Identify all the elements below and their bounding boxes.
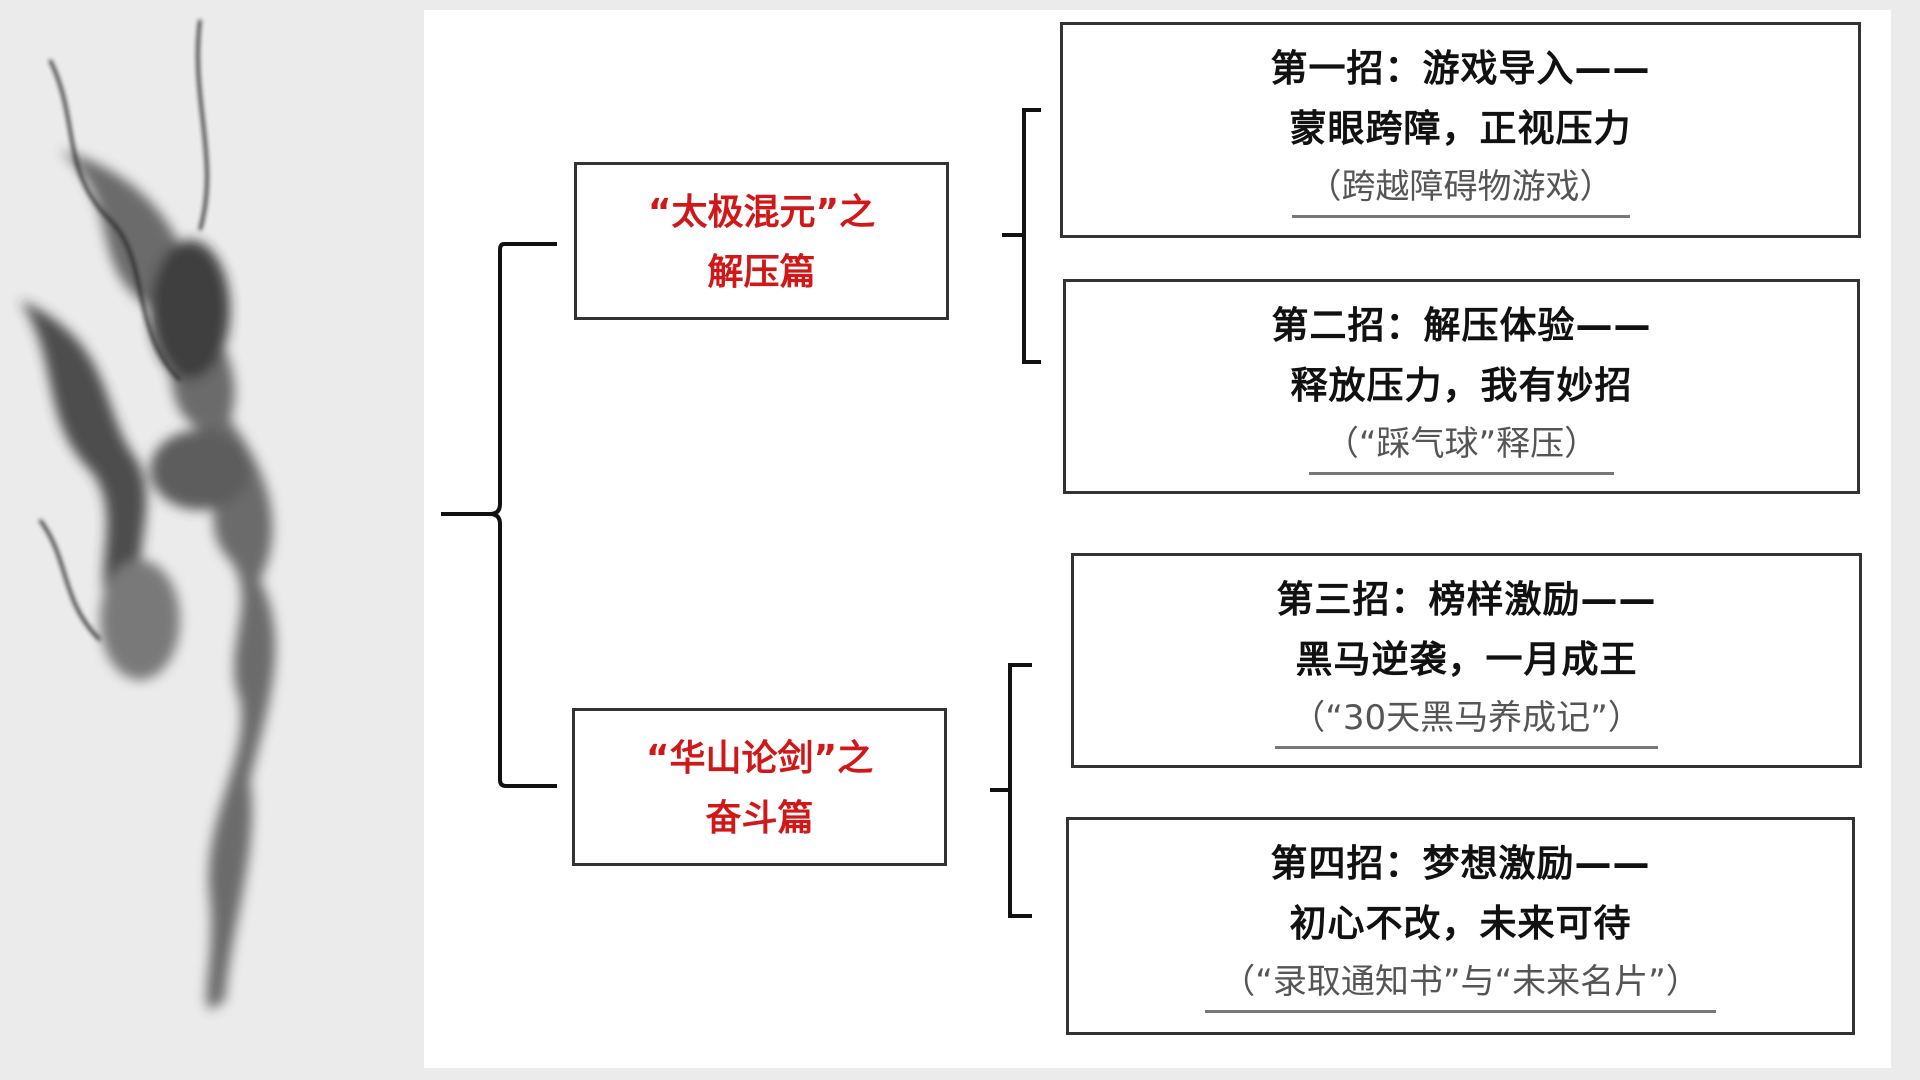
tip-box-4: 第四招：梦想激励—— 初心不改，未来可待 （“录取通知书”与“未来名片”） — [1066, 817, 1855, 1035]
tip-box-1: 第一招：游戏导入—— 蒙眼跨障，正视压力 （跨越障碍物游戏） — [1060, 22, 1861, 238]
ink-dragon-illustration — [20, 19, 276, 1010]
tip-activity: （“踩气球”释压） — [1308, 416, 1615, 475]
main-bracket — [441, 242, 557, 788]
tip-heading: 第二招：解压体验—— — [1271, 304, 1652, 347]
tip-box-3: 第三招：榜样激励—— 黑马逆袭，一月成王 （“30天黑马养成记”） — [1071, 553, 1862, 768]
category-subtitle: 奋斗篇 — [705, 798, 814, 839]
tip-heading: 第三招：榜样激励—— — [1276, 578, 1657, 621]
tip-heading: 第四招：梦想激励—— — [1270, 842, 1651, 885]
tip-activity: （“30天黑马养成记”） — [1275, 690, 1658, 749]
category-title: “太极混元”之 — [647, 192, 876, 233]
tip-box-2: 第二招：解压体验—— 释放压力，我有妙招 （“踩气球”释压） — [1063, 279, 1860, 494]
tip-slogan: 黑马逆袭，一月成王 — [1295, 638, 1638, 681]
tip-activity: （跨越障碍物游戏） — [1291, 159, 1630, 218]
category-subtitle: 解压篇 — [707, 252, 816, 293]
diagram-panel: “太极混元”之 解压篇 “华山论剑”之 奋斗篇 第一招：游戏导入—— 蒙眼跨障，… — [424, 10, 1891, 1068]
bracket-1 — [1002, 108, 1041, 364]
tip-slogan: 释放压力，我有妙招 — [1290, 364, 1633, 407]
category-title: “华山论剑”之 — [645, 738, 874, 779]
tip-slogan: 初心不改，未来可待 — [1289, 902, 1632, 945]
bracket-2 — [990, 663, 1032, 918]
tip-activity: （“录取通知书”与“未来名片”） — [1205, 954, 1716, 1013]
bracket-lines — [441, 108, 1041, 918]
category-box-1: “太极混元”之 解压篇 — [574, 162, 949, 320]
category-box-2: “华山论剑”之 奋斗篇 — [572, 708, 947, 866]
tip-slogan: 蒙眼跨障，正视压力 — [1289, 107, 1632, 150]
tip-heading: 第一招：游戏导入—— — [1270, 47, 1651, 90]
